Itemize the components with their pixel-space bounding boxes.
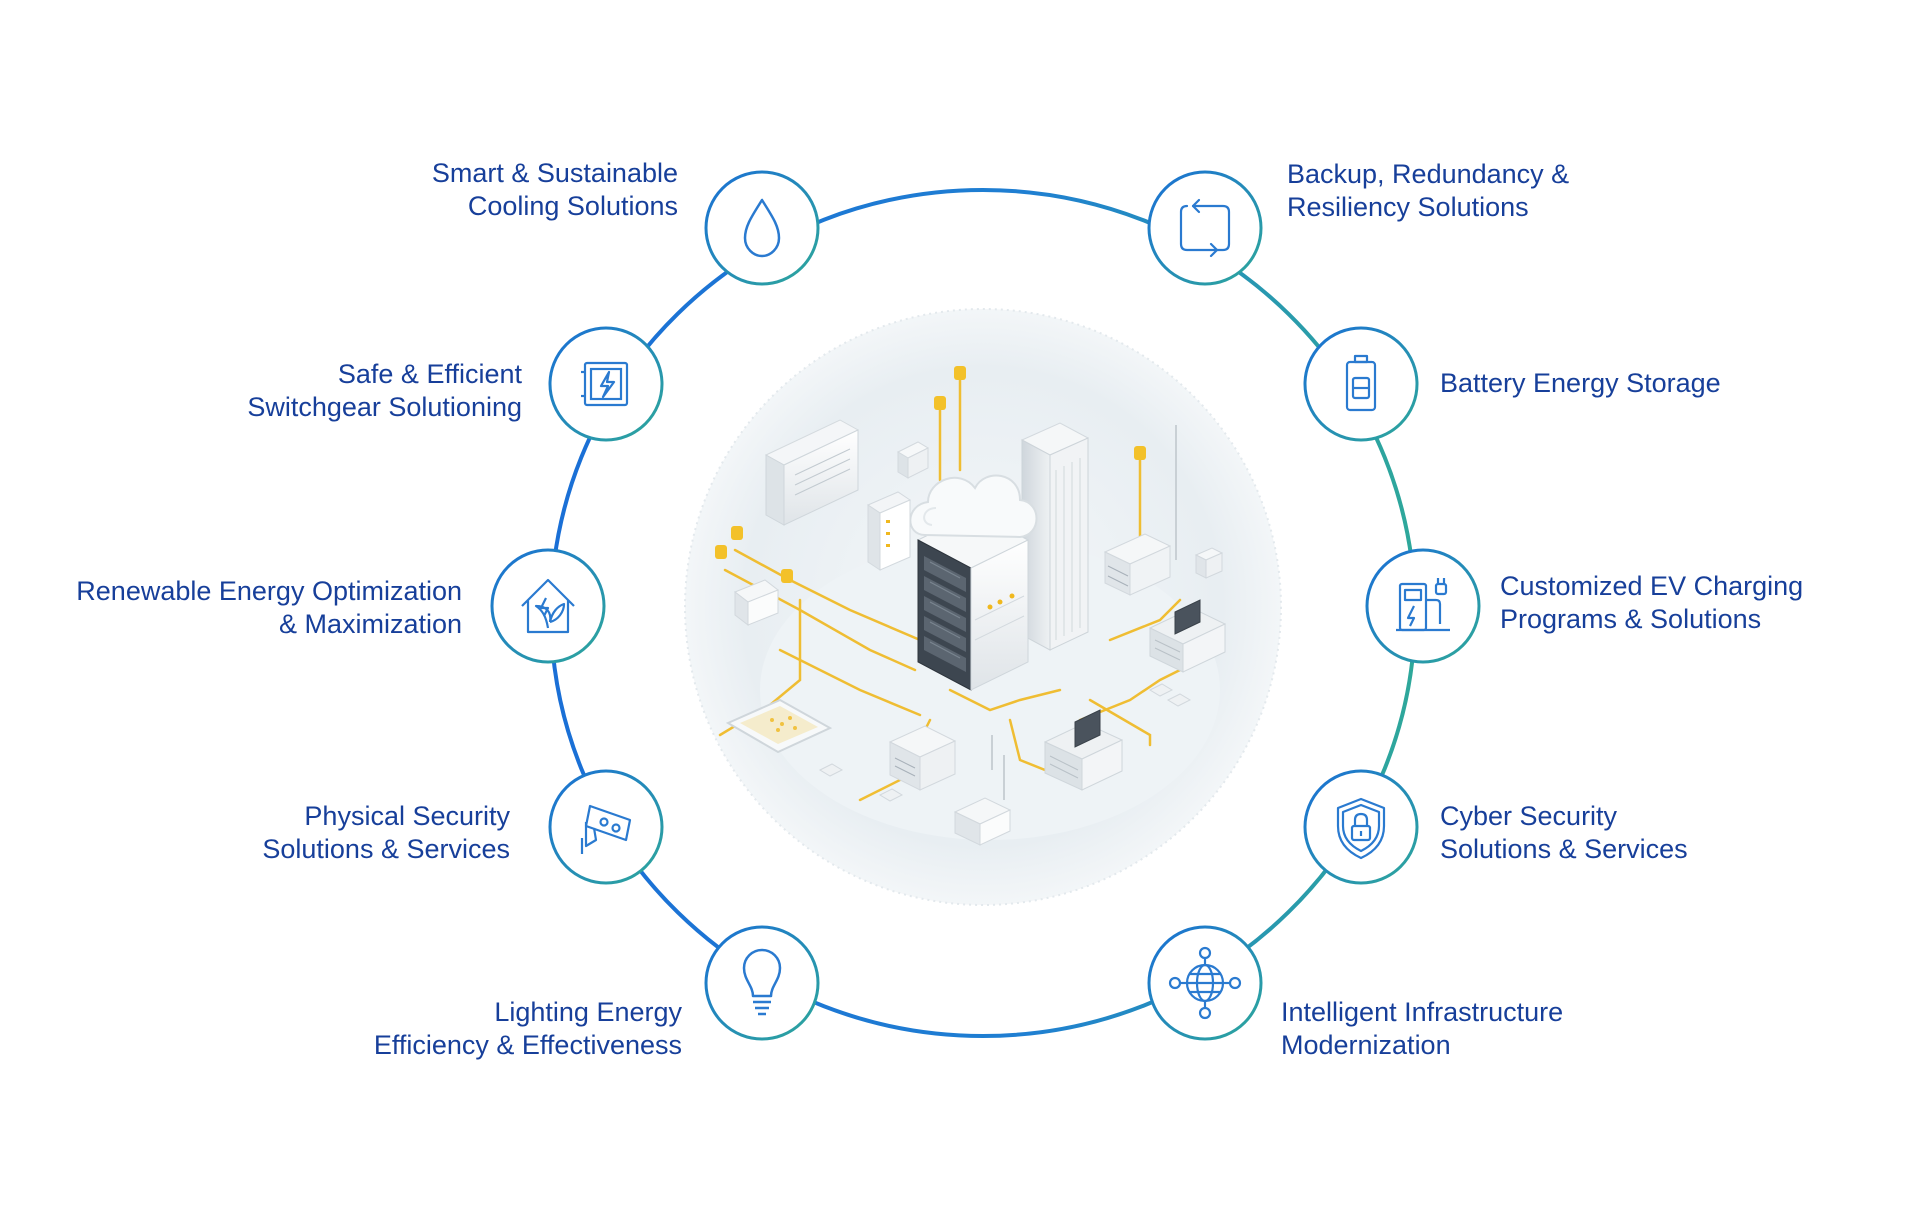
service-node-backup[interactable]: [1147, 170, 1263, 286]
tall-server-rack: [1020, 422, 1090, 651]
label-cyber-security-line-1: Cyber Security: [1440, 801, 1618, 831]
laptop-workstation-lower: [1043, 709, 1124, 791]
service-node-battery[interactable]: [1303, 326, 1419, 442]
service-node-switchgear[interactable]: [548, 326, 664, 442]
label-cyber-security: Cyber Security Solutions & Services: [1440, 800, 1688, 866]
battery-icon: [1345, 354, 1377, 412]
main-server-rack: [916, 511, 1030, 691]
redundancy-arrows-icon: [1179, 198, 1231, 258]
wall-panel-left: [733, 579, 780, 627]
label-battery-line-1: Battery Energy Storage: [1440, 368, 1721, 398]
label-backup-line-1: Backup, Redundancy &: [1287, 159, 1570, 189]
service-node-lighting[interactable]: [704, 925, 820, 1041]
service-node-cyber-security[interactable]: [1303, 769, 1419, 885]
light-bulb-icon: [742, 948, 782, 1016]
server-unit-lower-left: [888, 725, 957, 791]
label-infrastructure-line-2: Modernization: [1281, 1030, 1451, 1060]
label-backup-line-2: Resiliency Solutions: [1287, 192, 1529, 222]
label-ev-charging: Customized EV Charging Programs & Soluti…: [1500, 570, 1803, 636]
label-lighting-line-2: Efficiency & Effectiveness: [373, 1030, 682, 1060]
shield-lock-icon: [1336, 797, 1386, 860]
label-switchgear: Safe & Efficient Switchgear Solutioning: [247, 358, 522, 424]
label-lighting: Lighting Energy Efficiency & Effectivene…: [374, 996, 682, 1062]
service-node-ev-charging[interactable]: [1365, 548, 1481, 664]
server-stack-right: [1103, 533, 1172, 596]
service-node-infrastructure[interactable]: [1147, 925, 1263, 1041]
label-cyber-security-line-2: Solutions & Services: [1440, 834, 1688, 864]
cloud-server-icon: [909, 474, 1038, 539]
ev-charger-icon: [1396, 578, 1450, 632]
network-router: [953, 797, 1012, 846]
electrical-panel-icon: [581, 361, 629, 407]
label-renewable: Renewable Energy Optimization & Maximiza…: [76, 575, 462, 641]
label-battery: Battery Energy Storage: [1440, 367, 1721, 400]
small-devices: [818, 683, 1192, 802]
label-physical-security-line-1: Physical Security: [304, 801, 510, 831]
laptop-workstation-upper: [1148, 599, 1227, 673]
label-ev-charging-line-2: Programs & Solutions: [1500, 604, 1762, 634]
label-lighting-line-1: Lighting Energy: [494, 997, 682, 1027]
control-panel: [866, 491, 912, 571]
tablet-device: [725, 698, 833, 754]
label-renewable-line-2: & Maximization: [278, 609, 462, 639]
eco-house-icon: [521, 578, 575, 634]
water-drop-icon: [743, 198, 781, 258]
small-box-right: [1194, 547, 1224, 579]
label-switchgear-line-1: Safe & Efficient: [337, 359, 522, 389]
label-physical-security-line-2: Solutions & Services: [262, 834, 510, 864]
label-cooling-line-1: Smart & Sustainable: [431, 158, 678, 188]
service-node-cooling[interactable]: [704, 170, 820, 286]
cctv-camera-icon: [580, 804, 632, 854]
label-renewable-line-1: Renewable Energy Optimization: [76, 576, 462, 606]
service-node-renewable[interactable]: [490, 548, 606, 664]
label-infrastructure-line-1: Intelligent Infrastructure: [1281, 997, 1564, 1027]
label-infrastructure: Intelligent Infrastructure Modernization: [1281, 996, 1563, 1062]
label-cooling-line-2: Cooling Solutions: [467, 191, 678, 221]
small-server-units: [896, 441, 930, 479]
label-cooling: Smart & Sustainable Cooling Solutions: [432, 157, 678, 223]
antenna-poles: [991, 425, 1177, 800]
label-switchgear-line-2: Switchgear Solutioning: [247, 392, 522, 422]
label-physical-security: Physical Security Solutions & Services: [262, 800, 510, 866]
service-node-physical-security[interactable]: [548, 769, 664, 885]
label-backup: Backup, Redundancy & Resiliency Solution…: [1287, 158, 1569, 224]
server-cabinet-left: [764, 419, 860, 526]
network-globe-icon: [1168, 946, 1242, 1020]
data-center-illustration: [715, 366, 1227, 846]
label-ev-charging-line-1: Customized EV Charging: [1500, 571, 1804, 601]
